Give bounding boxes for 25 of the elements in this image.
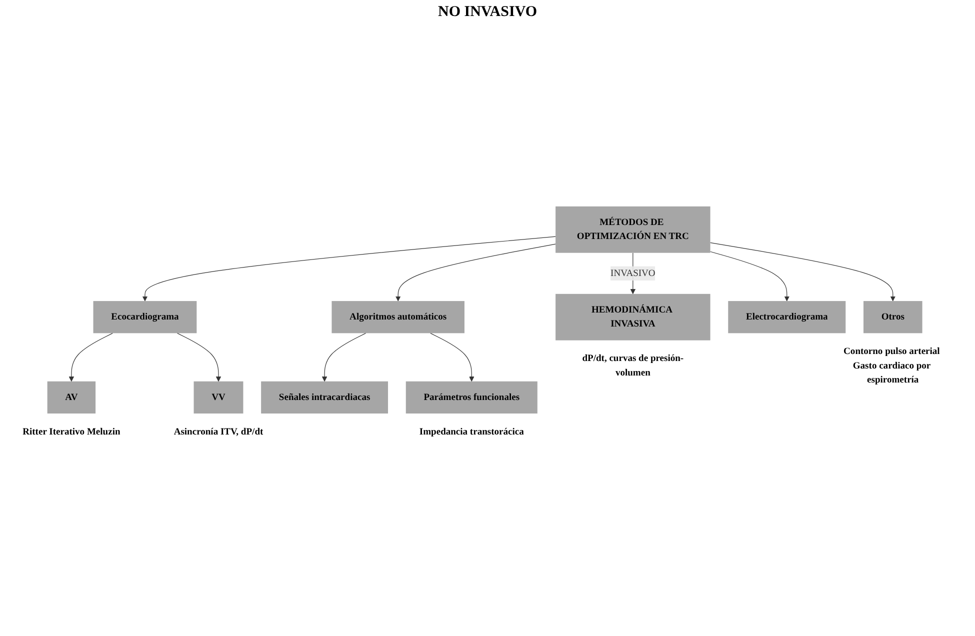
node-label: dP/dt, curvas de presión-volumen <box>582 353 684 378</box>
arrow <box>710 251 790 302</box>
node-box: Otros <box>863 301 922 334</box>
arrow <box>68 332 113 382</box>
node-label: Ritter Iterativo Meluzin <box>22 426 120 437</box>
node-box: VV <box>194 381 244 414</box>
node-box: Algoritmos automáticos <box>332 301 464 334</box>
arrow <box>710 242 896 302</box>
node-label: Contorno pulso arterial Gasto cardiaco por espirometría <box>844 346 940 385</box>
node-box: Ecocardiograma <box>93 301 197 334</box>
node-box: HEMODINÁMICA INVASIVA <box>556 294 710 340</box>
arrow <box>322 332 366 382</box>
arrow <box>395 244 556 302</box>
arrow <box>142 236 556 302</box>
node-label: Impedancia transtorácica <box>419 426 524 437</box>
arrow <box>176 332 222 382</box>
arrow <box>430 332 474 382</box>
edge-label: INVASIVO <box>610 268 656 278</box>
node-box: Electrocardiograma <box>728 301 846 334</box>
node-box: MÉTODOS DE OPTIMIZACIÓN EN TRC <box>556 206 710 253</box>
note-text: NO INVASIVO <box>438 4 538 20</box>
node-box: AV <box>47 381 96 414</box>
node-label: Asincronía ITV, dP/dt <box>174 426 264 437</box>
node-box: Parámetros funcionales <box>406 381 538 414</box>
node-box: Señales intracardiacas <box>261 381 388 414</box>
